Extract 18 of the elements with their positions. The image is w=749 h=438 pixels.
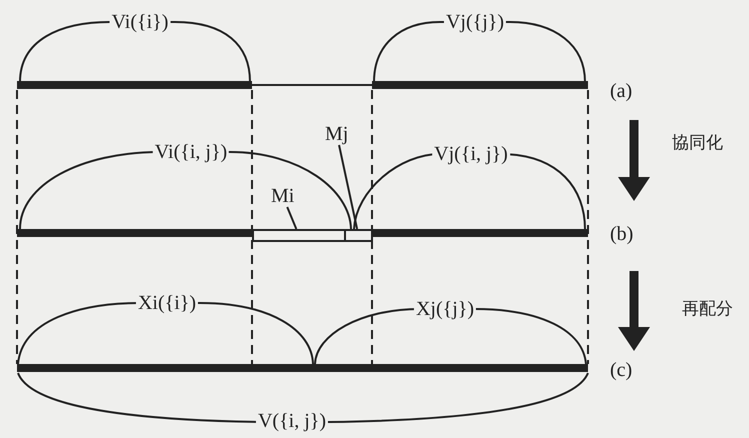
edge-label: 協同化 [672, 132, 723, 154]
bracket-label: Xj({j}) [414, 298, 476, 320]
stage-label: (a) [610, 80, 632, 102]
stage-label: (b) [610, 223, 634, 245]
part-label: Mi [271, 185, 294, 207]
stage-label: (c) [610, 359, 632, 381]
arrow [618, 120, 650, 201]
edge-label: 再配分 [682, 298, 733, 320]
segment-box [344, 229, 373, 242]
bracket-label: V({i, j}) [256, 410, 328, 432]
arrow [618, 271, 650, 351]
segment-box [252, 229, 346, 242]
bracket-label: Vj({i, j}) [432, 143, 510, 165]
bracket-label: Vj({j}) [444, 11, 506, 33]
bracket-label: Vi({i, j}) [152, 141, 230, 163]
bracket-label: Xi({i}) [136, 292, 198, 314]
bracket-label: Vi({i}) [110, 11, 170, 33]
part-label: Mj [325, 123, 348, 145]
